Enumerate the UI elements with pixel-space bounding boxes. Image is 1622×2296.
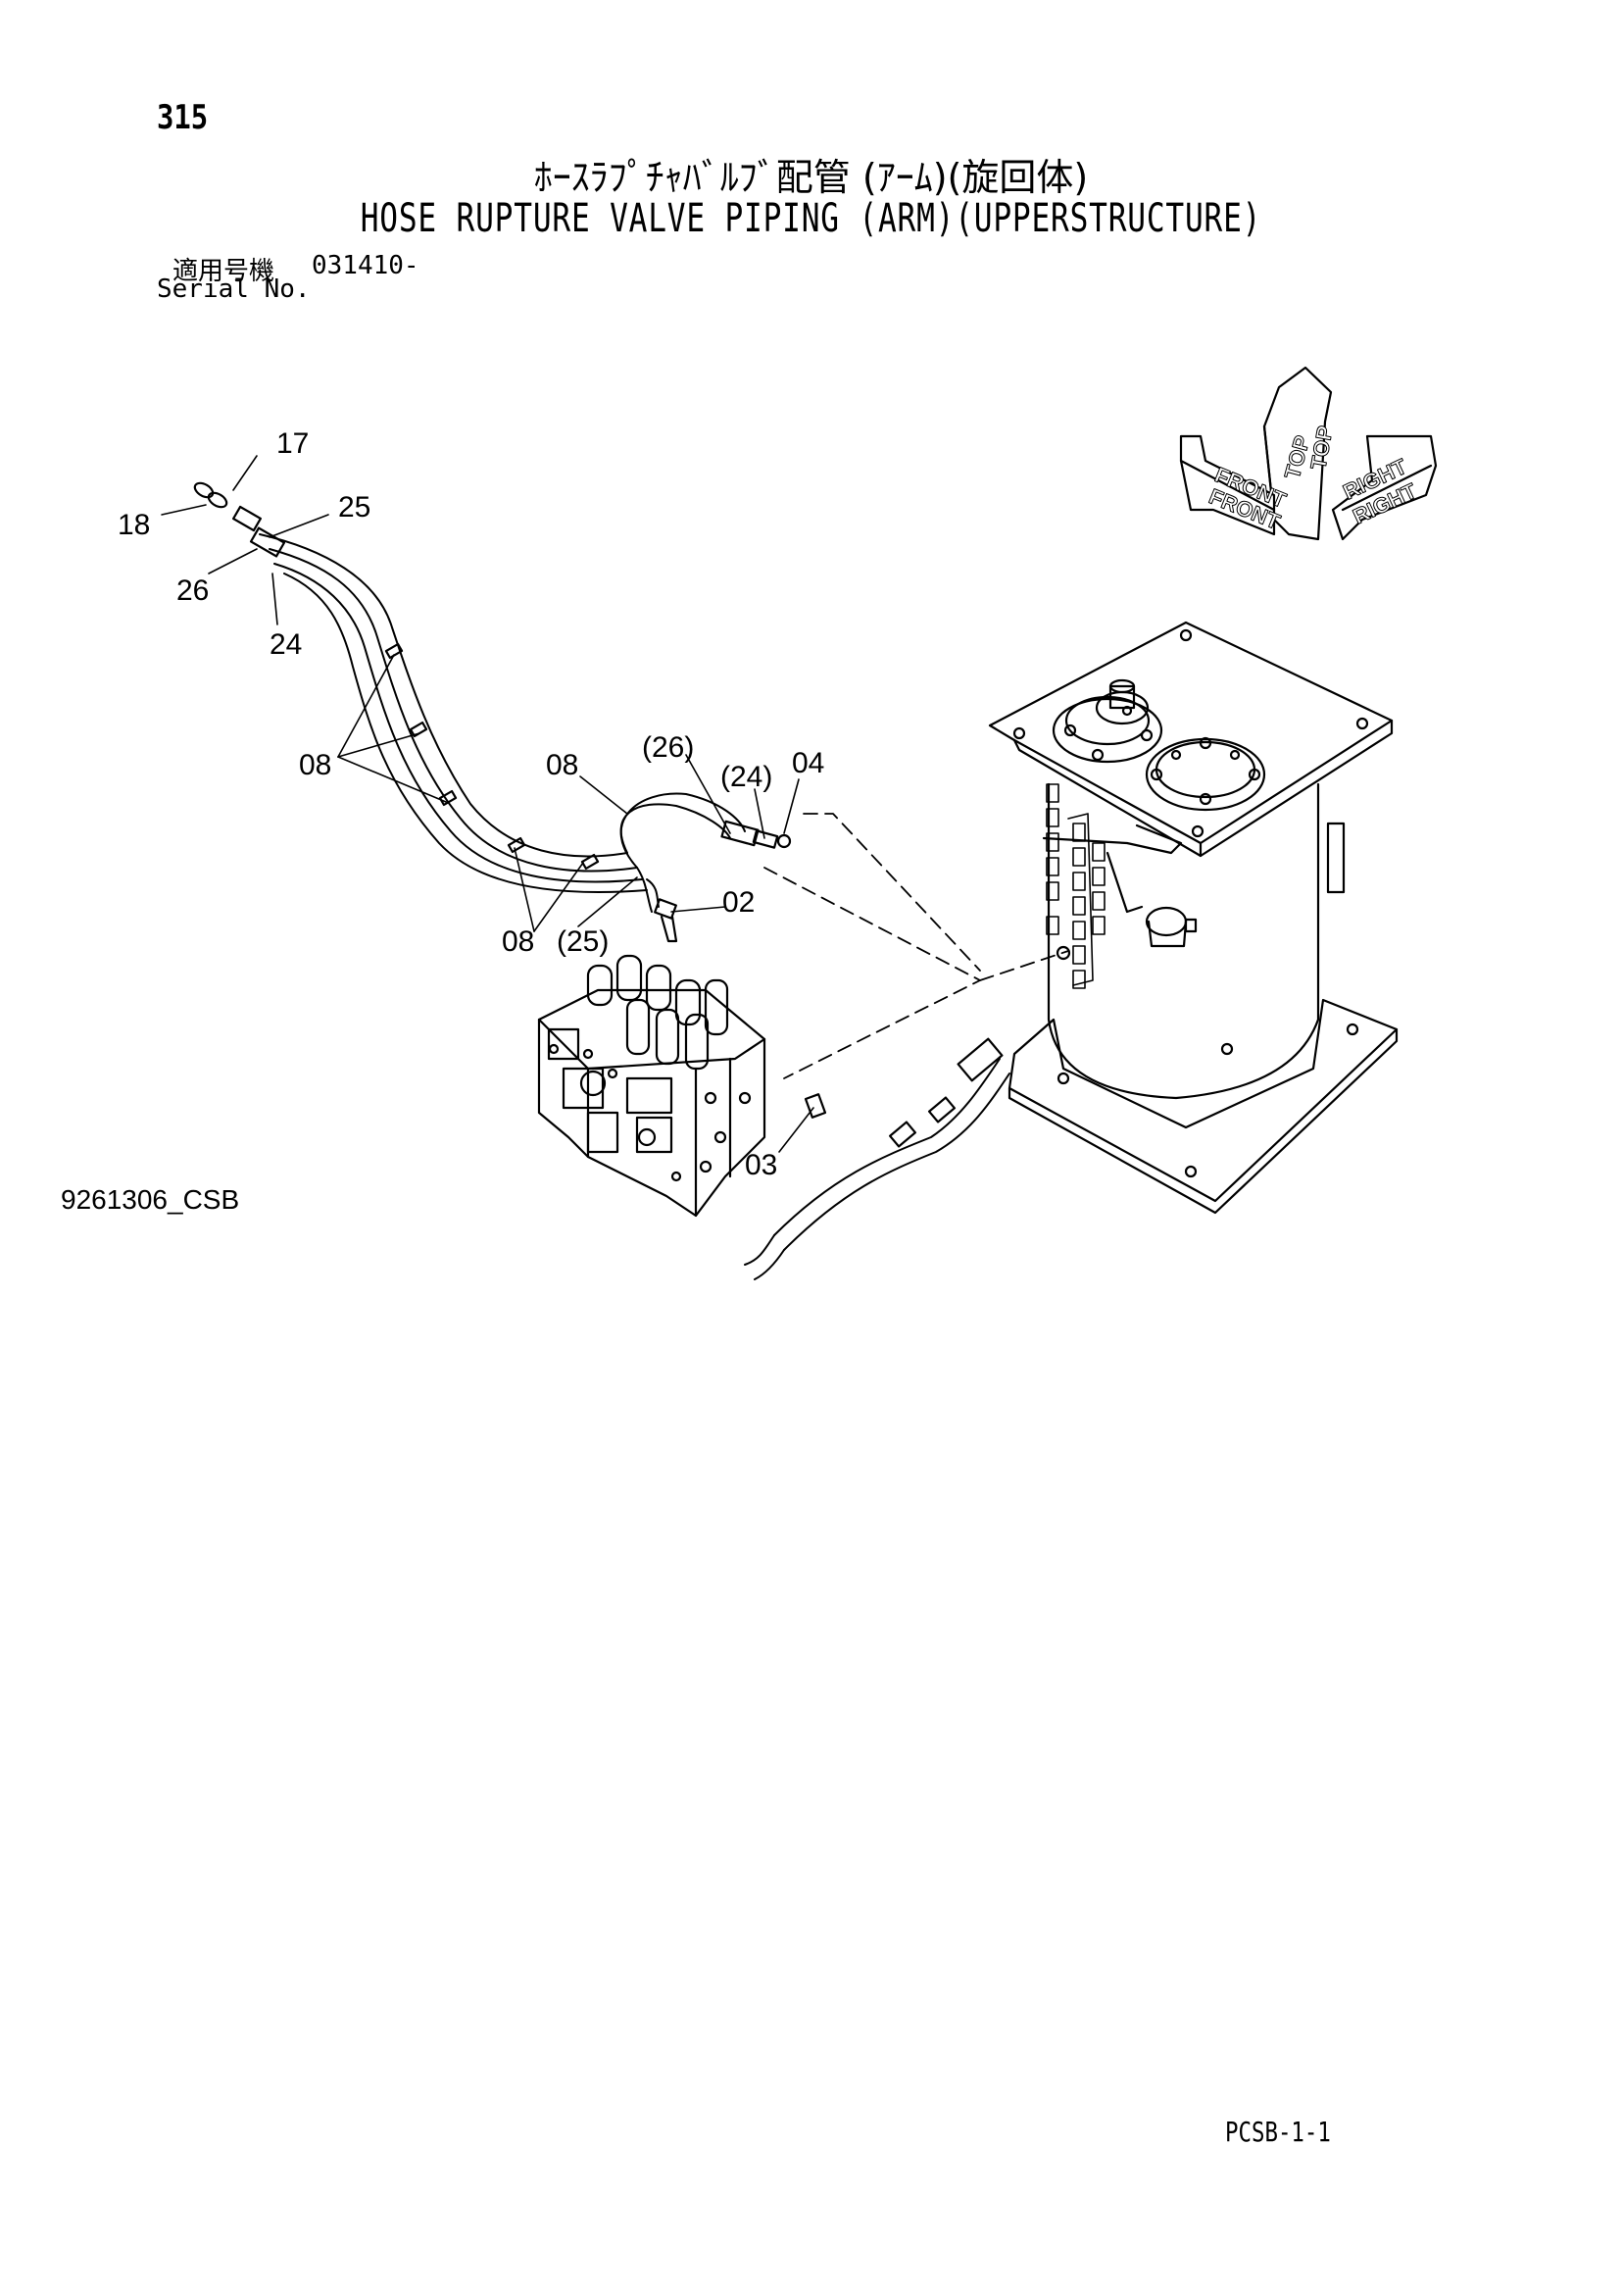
callout-26: 26 [176,574,209,607]
callout-08-lower: 08 [502,925,534,958]
callout-25-reference: (25) [557,925,609,958]
page-number: 315 [157,98,209,137]
serial-number-value: 031410- [312,251,419,280]
title-english: HOSE RUPTURE VALVE PIPING (ARM)(UPPERSTR… [360,196,1262,241]
callout-24-reference: (24) [720,761,772,793]
callout-08-upper: 08 [299,749,331,781]
callout-02: 02 [722,886,755,919]
control-valve-drawing [537,898,766,1218]
callout-08-middle: 08 [546,749,578,781]
orientation-top-label: TOP [1280,433,1315,482]
hose-assembly-drawing [193,481,1071,1280]
tank-fittings [1046,783,1106,989]
callout-17: 17 [276,427,309,460]
callout-18: 18 [118,509,150,541]
orientation-indicator-icon [1179,366,1438,541]
callout-25: 25 [338,491,370,524]
callout-26-reference: (26) [642,731,694,764]
leader-lines [161,455,814,1153]
callout-24: 24 [270,628,302,661]
reference-lines [763,813,1069,1079]
callout-04: 04 [792,747,824,779]
sheet-code: PCSB-1-1 [1225,2116,1331,2148]
drawing-code: 9261306_CSB [61,1184,240,1215]
serial-label-english: Serial No. [157,275,311,304]
title-japanese: ﾎｰｽﾗﾌﾟﾁｬﾊﾞﾙﾌﾞ配管 (ｱｰﾑ)(旋回体) [533,156,1089,199]
serial-label-japanese: 適用号機 [172,257,275,286]
hydraulic-tank-drawing [988,621,1399,1215]
callout-03: 03 [745,1149,777,1181]
